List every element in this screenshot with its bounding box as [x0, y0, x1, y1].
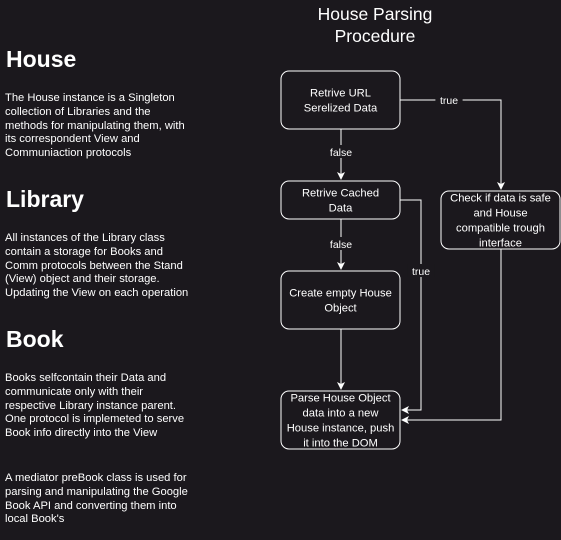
node-text-check-safe-1: and House	[473, 207, 527, 219]
edge-label-bg	[324, 237, 358, 250]
node-box-retrieve-url	[280, 70, 401, 130]
node-text-check-safe-2: compatible trough	[456, 222, 545, 234]
section-text-library: All instances of the Library class conta…	[5, 232, 189, 300]
node-text-check-safe-3: interface	[479, 237, 522, 249]
node-text-check-safe-0: Check if data is safe	[450, 192, 551, 204]
edge-check-safe-to-parse-house	[401, 249, 502, 424]
node-text-retrieve-url-1: Serelized Data	[304, 102, 378, 114]
node-text-retrieve-cached-1: Data	[329, 202, 353, 214]
diagram-title-line-2: Procedure	[335, 26, 416, 46]
node-text-parse-house-2: House instance, push	[287, 422, 395, 434]
node-text-parse-house-3: it into the DOM	[303, 437, 378, 449]
edge-label-bg	[407, 264, 435, 277]
node-box-create-empty	[280, 270, 401, 330]
node-check-safe: Check if data is safe and House compatible…	[440, 190, 561, 250]
edge-retrieve-url-to-check-safe	[400, 99, 505, 190]
edge-label-retrieve-cached-to-parse-house: true	[412, 266, 430, 278]
edges: false false true true	[324, 93, 505, 424]
node-box-retrieve-cached	[280, 180, 401, 220]
section-heading-book: Book	[6, 326, 64, 352]
section-text-house: The House instance is a Singleton collec…	[5, 92, 185, 160]
node-retrieve-url: Retrive URL Serelized Data	[280, 70, 401, 130]
section-text-prebook: A mediator preBook class is used for par…	[5, 472, 188, 526]
edge-label-bg	[324, 145, 358, 158]
node-box-parse-house	[280, 390, 401, 450]
diagram-title-line-1: House Parsing	[318, 4, 433, 24]
edge-label-retrieve-url-to-check-safe: true	[440, 95, 458, 107]
section-text-book: Books selfcontain their Data and communi…	[5, 372, 185, 440]
edge-label-retrieve-cached-to-create-empty: false	[330, 239, 352, 251]
node-text-retrieve-url-0: Retrive URL	[310, 87, 371, 99]
edge-retrieve-cached-to-parse-house	[400, 199, 422, 414]
node-text-create-empty-0: Create empty House	[289, 287, 392, 299]
edge-label-retrieve-url-to-retrieve-cached: false	[330, 147, 352, 159]
node-text-parse-house-0: Parse House Object	[290, 392, 391, 404]
node-text-retrieve-cached-0: Retrive Cached	[302, 187, 379, 199]
node-text-create-empty-1: Object	[324, 302, 357, 314]
node-box-check-safe	[440, 190, 561, 250]
section-heading-library: Library	[6, 186, 84, 212]
section-heading-house: House	[6, 46, 77, 72]
edge-label-bg	[435, 93, 463, 106]
node-text-parse-house-1: data into a new	[303, 407, 380, 419]
